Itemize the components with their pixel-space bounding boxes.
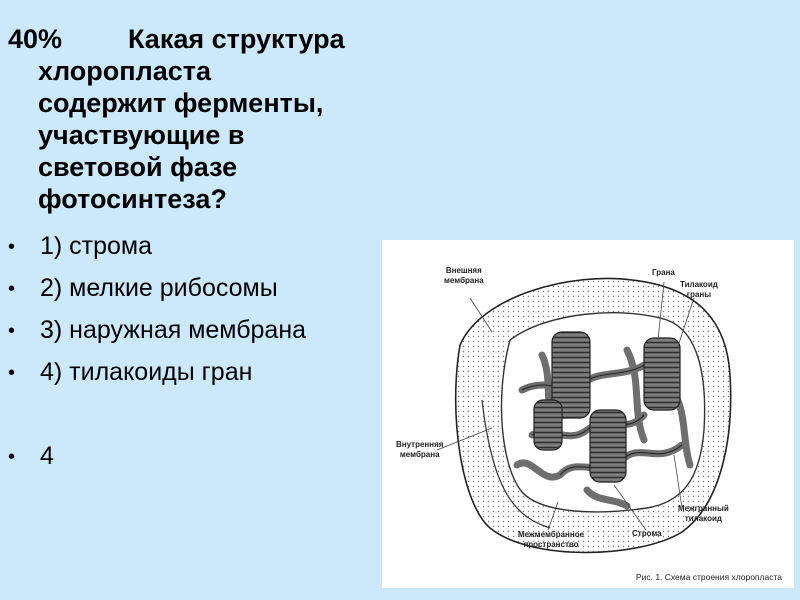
question-line-5: световой фазе	[38, 152, 238, 182]
answer-option-2-text: 2) мелкие рибосомы	[40, 274, 278, 302]
label-inner-membrane: Внутренняя мембрана	[396, 440, 444, 459]
label-grana-thylakoid: Тилакоид граны	[680, 280, 718, 299]
question-percent: 40%	[8, 24, 63, 54]
question-line-4: участвующие в	[38, 120, 245, 150]
label-intergranal-thylakoid: Межгранный тилакоид	[678, 504, 729, 523]
bullet-icon: •	[8, 277, 16, 300]
question-line-3: содержит ферменты,	[38, 88, 324, 118]
bullet-icon: •	[8, 361, 16, 384]
answer-text: • 4	[8, 442, 54, 471]
label-intermembrane-space: Межмембранное пространство	[518, 530, 585, 549]
answer-option-3-text: 3) наружная мембрана	[40, 316, 307, 344]
chloroplast-diagram: Внешняя мембрана Грана Тилакоид граны Вн…	[382, 240, 794, 588]
question-text: 40% Какая структура хлоропласта содержит…	[8, 23, 388, 215]
answer-value: 4	[40, 442, 54, 470]
bullet-icon: •	[8, 235, 16, 258]
question-line-2: хлоропласта	[38, 56, 212, 86]
label-grana: Грана	[652, 268, 675, 277]
answer-option-1: • 1) строма	[8, 232, 152, 261]
bullet-icon: •	[8, 319, 16, 342]
inner-membrane	[481, 399, 551, 529]
answer-option-2: • 2) мелкие рибосомы	[8, 274, 278, 303]
answer-option-4: • 4) тилакоиды гран	[8, 358, 252, 387]
label-leader-lines	[436, 281, 695, 531]
answer-option-3: • 3) наружная мембрана	[8, 316, 306, 345]
grana-stacks	[533, 331, 681, 483]
label-stroma: Строма	[632, 529, 662, 538]
answer-option-1-text: 1) строма	[40, 232, 153, 260]
chloroplast-drawing	[436, 277, 732, 554]
bullet-icon: •	[8, 445, 16, 468]
figure-caption: Рис. 1. Схема строения хлоропласта	[635, 572, 782, 582]
answer-option-4-text: 4) тилакоиды гран	[40, 358, 253, 386]
question-line-6: фотосинтеза?	[38, 184, 227, 214]
question-line-1: Какая структура	[128, 24, 345, 54]
label-outer-membrane: Внешняя мембрана	[444, 266, 484, 285]
